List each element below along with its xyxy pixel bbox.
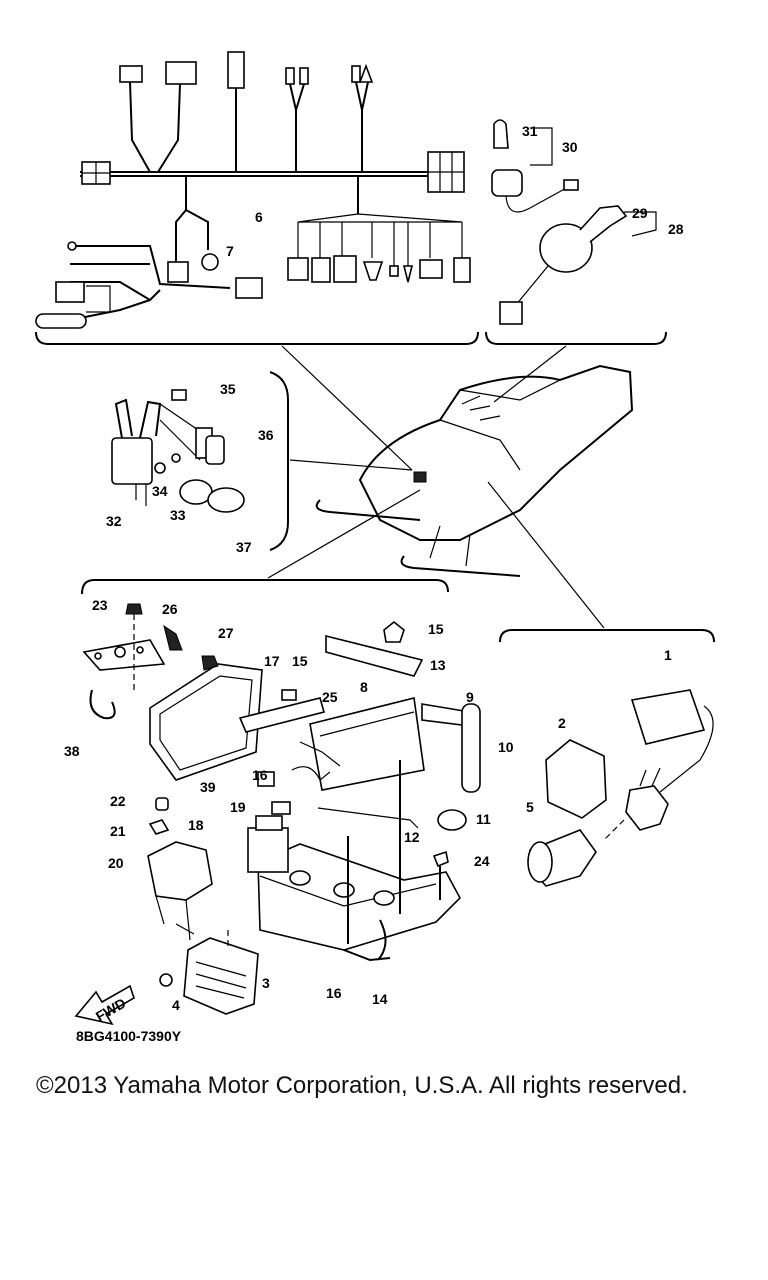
electrical-box-assembly [74, 579, 481, 1026]
ignition-switch-group [485, 119, 667, 345]
callout-27: 26 [162, 601, 178, 617]
callout-39: 38 [64, 743, 80, 759]
callout-4: 4 [172, 997, 180, 1013]
callout-28: 27 [218, 625, 234, 641]
wire-harness-group [35, 51, 479, 345]
callout-38: 37 [236, 539, 252, 555]
callout-35: 34 [152, 483, 168, 499]
callout-32: 31 [522, 123, 538, 139]
callout-17: 16 [326, 985, 342, 1001]
callout-22: 21 [110, 823, 126, 839]
callout-37: 36 [258, 427, 274, 443]
callout-15a: 15 [292, 653, 308, 669]
callout-36: 35 [220, 381, 236, 397]
callout-8: 8 [360, 679, 368, 695]
callout-19: 18 [188, 817, 204, 833]
callout-11: 11 [476, 811, 491, 827]
callout-25: 24 [474, 853, 490, 869]
callout-18: 17 [264, 653, 280, 669]
callout-2: 2 [558, 715, 566, 731]
snowmobile-outline [267, 345, 634, 629]
callout-34: 33 [170, 507, 186, 523]
callout-30: 29 [632, 205, 648, 221]
callout-5: 5 [526, 799, 534, 815]
callout-20: 19 [230, 799, 246, 815]
callout-3: 3 [262, 975, 270, 991]
callout-31: 30 [562, 139, 578, 155]
callout-24: 23 [92, 597, 108, 613]
cdi-unit-group [499, 629, 715, 887]
callout-12: 12 [404, 829, 420, 845]
exploded-parts-diagram: 6 7 31 30 29 28 35 36 34 32 33 37 23 26 … [35, 51, 715, 1026]
callout-9: 9 [466, 689, 474, 705]
callout-23: 22 [110, 793, 126, 809]
callout-40: 39 [200, 779, 216, 795]
callout-10: 10 [498, 739, 514, 755]
callout-7: 7 [226, 243, 234, 259]
callout-33: 32 [106, 513, 122, 529]
callout-21: 20 [108, 855, 124, 871]
ignition-coil-group [111, 371, 289, 551]
callout-16: 16 [252, 767, 268, 783]
callout-6: 6 [255, 209, 263, 225]
callout-26: 25 [322, 689, 338, 705]
callout-29: 28 [668, 221, 684, 237]
callout-13: 13 [430, 657, 446, 673]
callout-1: 1 [664, 647, 672, 663]
copyright-notice: ©2013 Yamaha Motor Corporation, U.S.A. A… [36, 1072, 688, 1099]
callout-15b: 15 [428, 621, 444, 637]
callout-14: 14 [372, 991, 388, 1007]
fwd-arrow-icon [74, 984, 135, 1026]
diagram-part-code: 8BG4100-7390Y [76, 1028, 182, 1044]
